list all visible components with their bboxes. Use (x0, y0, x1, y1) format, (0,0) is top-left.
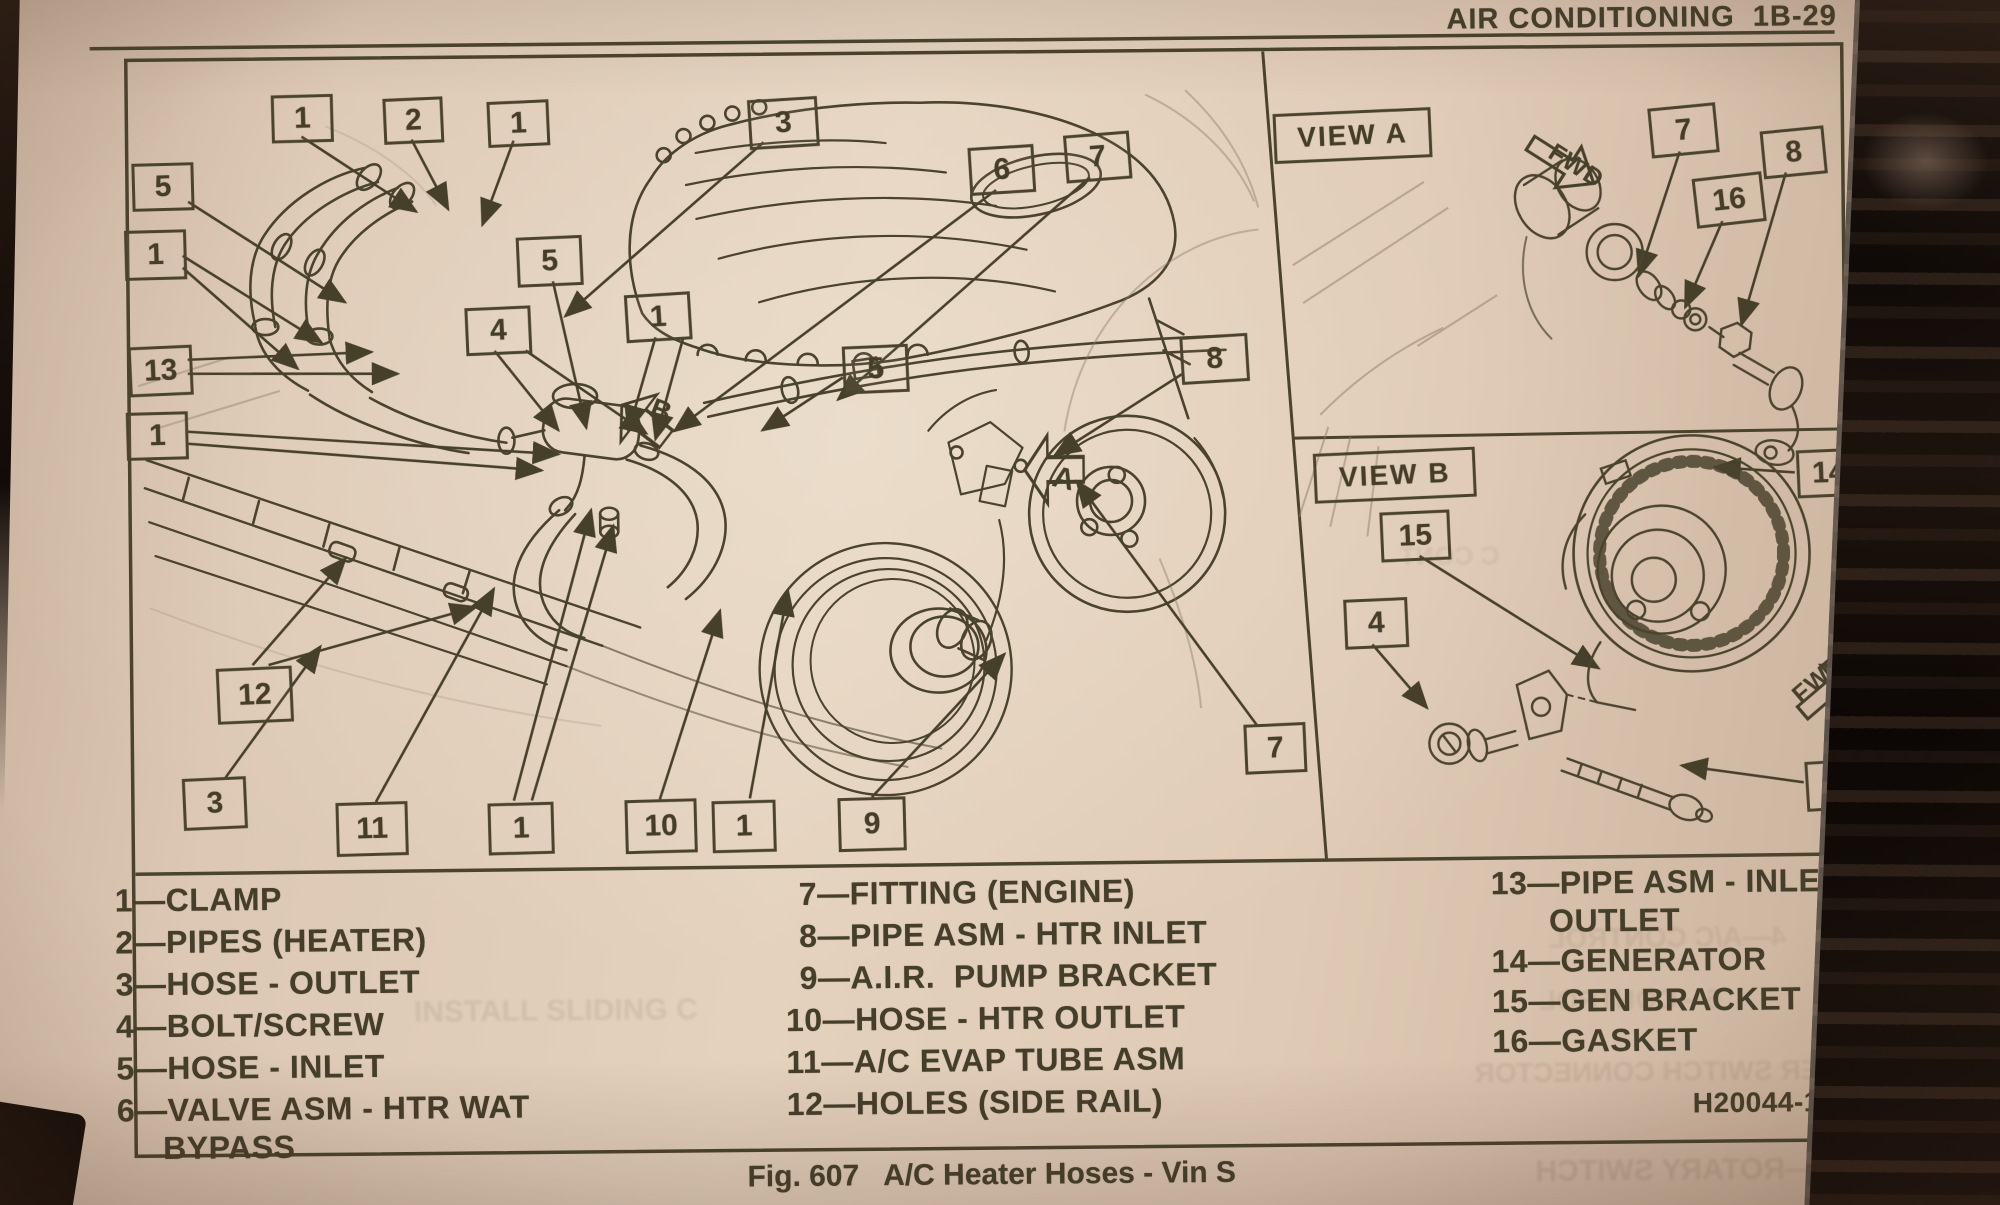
view-a-art (1513, 157, 1804, 466)
legend-item: 7—FITTING (ENGINE) (798, 872, 1136, 912)
callout-box: 1 (711, 799, 777, 854)
callout-box: 4 (1343, 596, 1410, 650)
legend-item: OUTLET (1548, 901, 1681, 939)
callout-box: 5 (841, 343, 910, 395)
legend-item: BYPASS (163, 1128, 296, 1167)
callout-box: 1 (270, 93, 334, 144)
direction-arrow-b: B (619, 392, 676, 450)
callout-box: 8 (1179, 332, 1251, 385)
legend-item: 13—PIPE ASM - INLET & (1490, 861, 1874, 902)
callout-box: 1 (487, 801, 555, 856)
svg-text:A: A (1049, 460, 1078, 497)
callout-box: 7 (1062, 130, 1133, 184)
callout-box: 9 (837, 796, 907, 853)
callout-box: 5 (131, 162, 195, 212)
legend-item: 4—BOLT/SCREW (115, 1005, 385, 1045)
callout-box: 16 (1691, 171, 1767, 229)
callout-box: 2 (382, 96, 445, 145)
callout-box: 1 (123, 229, 188, 281)
callout-box: 15 (1379, 509, 1452, 563)
leader-arrows (181, 135, 1804, 803)
legend-item: 1—CLAMP (114, 880, 283, 919)
callout-box: 3 (746, 95, 820, 151)
legend-item: 12—HOLES (SIDE RAIL) (786, 1082, 1164, 1123)
legend-item: 9—A.I.R. PUMP BRACKET (799, 955, 1218, 996)
legend-item: 2—PIPES (HEATER) (115, 921, 427, 961)
callout-box: 1 (623, 291, 693, 344)
callout-box: 7 (1647, 102, 1720, 159)
callout-box: 12 (215, 665, 295, 725)
callout-box: 10 (624, 798, 698, 855)
figure-caption: Fig. 607 A/C Heater Hoses - Vin S (747, 1155, 1237, 1194)
legend-item: 6—VALVE ASM - HTR WAT (116, 1088, 530, 1129)
callout-box: 3 (181, 776, 249, 831)
view-b-title: VIEW B (1312, 446, 1477, 504)
view-a-title: VIEW A (1272, 107, 1433, 165)
legend-item: 11—A/C EVAP TUBE ASM (786, 1040, 1186, 1081)
legend-item: 15—GEN BRACKET (1491, 980, 1802, 1020)
legend-item: 16—GASKET (1492, 1021, 1698, 1060)
callout-box: 4 (464, 305, 533, 357)
callout-box: 5 (515, 234, 584, 288)
legend-item: 10—HOSE - HTR OUTLET (785, 998, 1186, 1039)
callout-box: 7 (1243, 722, 1308, 775)
legend-item: 5—HOSE - INLET (116, 1047, 385, 1087)
callout-box: 1 (486, 99, 551, 148)
callout-box: 8 (1759, 125, 1828, 180)
view-a-ghost (1292, 181, 1498, 537)
callout-box: 13 (127, 344, 194, 398)
callout-box: 6 (967, 143, 1037, 196)
legend-item: 14—GENERATOR (1491, 940, 1767, 980)
view-b-art (1428, 434, 1811, 823)
legend-item: 3—HOSE - OUTLET (115, 963, 421, 1003)
callout-box: 1 (125, 411, 190, 461)
engine-line-art (143, 98, 1227, 797)
photo-corner-shadow (0, 1098, 88, 1205)
ghost-sketch-lines (137, 89, 1260, 727)
legend-item: 8—PIPE ASM - HTR INLET (799, 914, 1208, 954)
direction-arrow-a: A (1022, 430, 1085, 509)
fwd-arrow-view-a: FWD (1523, 134, 1609, 194)
callout-box: 11 (335, 801, 409, 858)
